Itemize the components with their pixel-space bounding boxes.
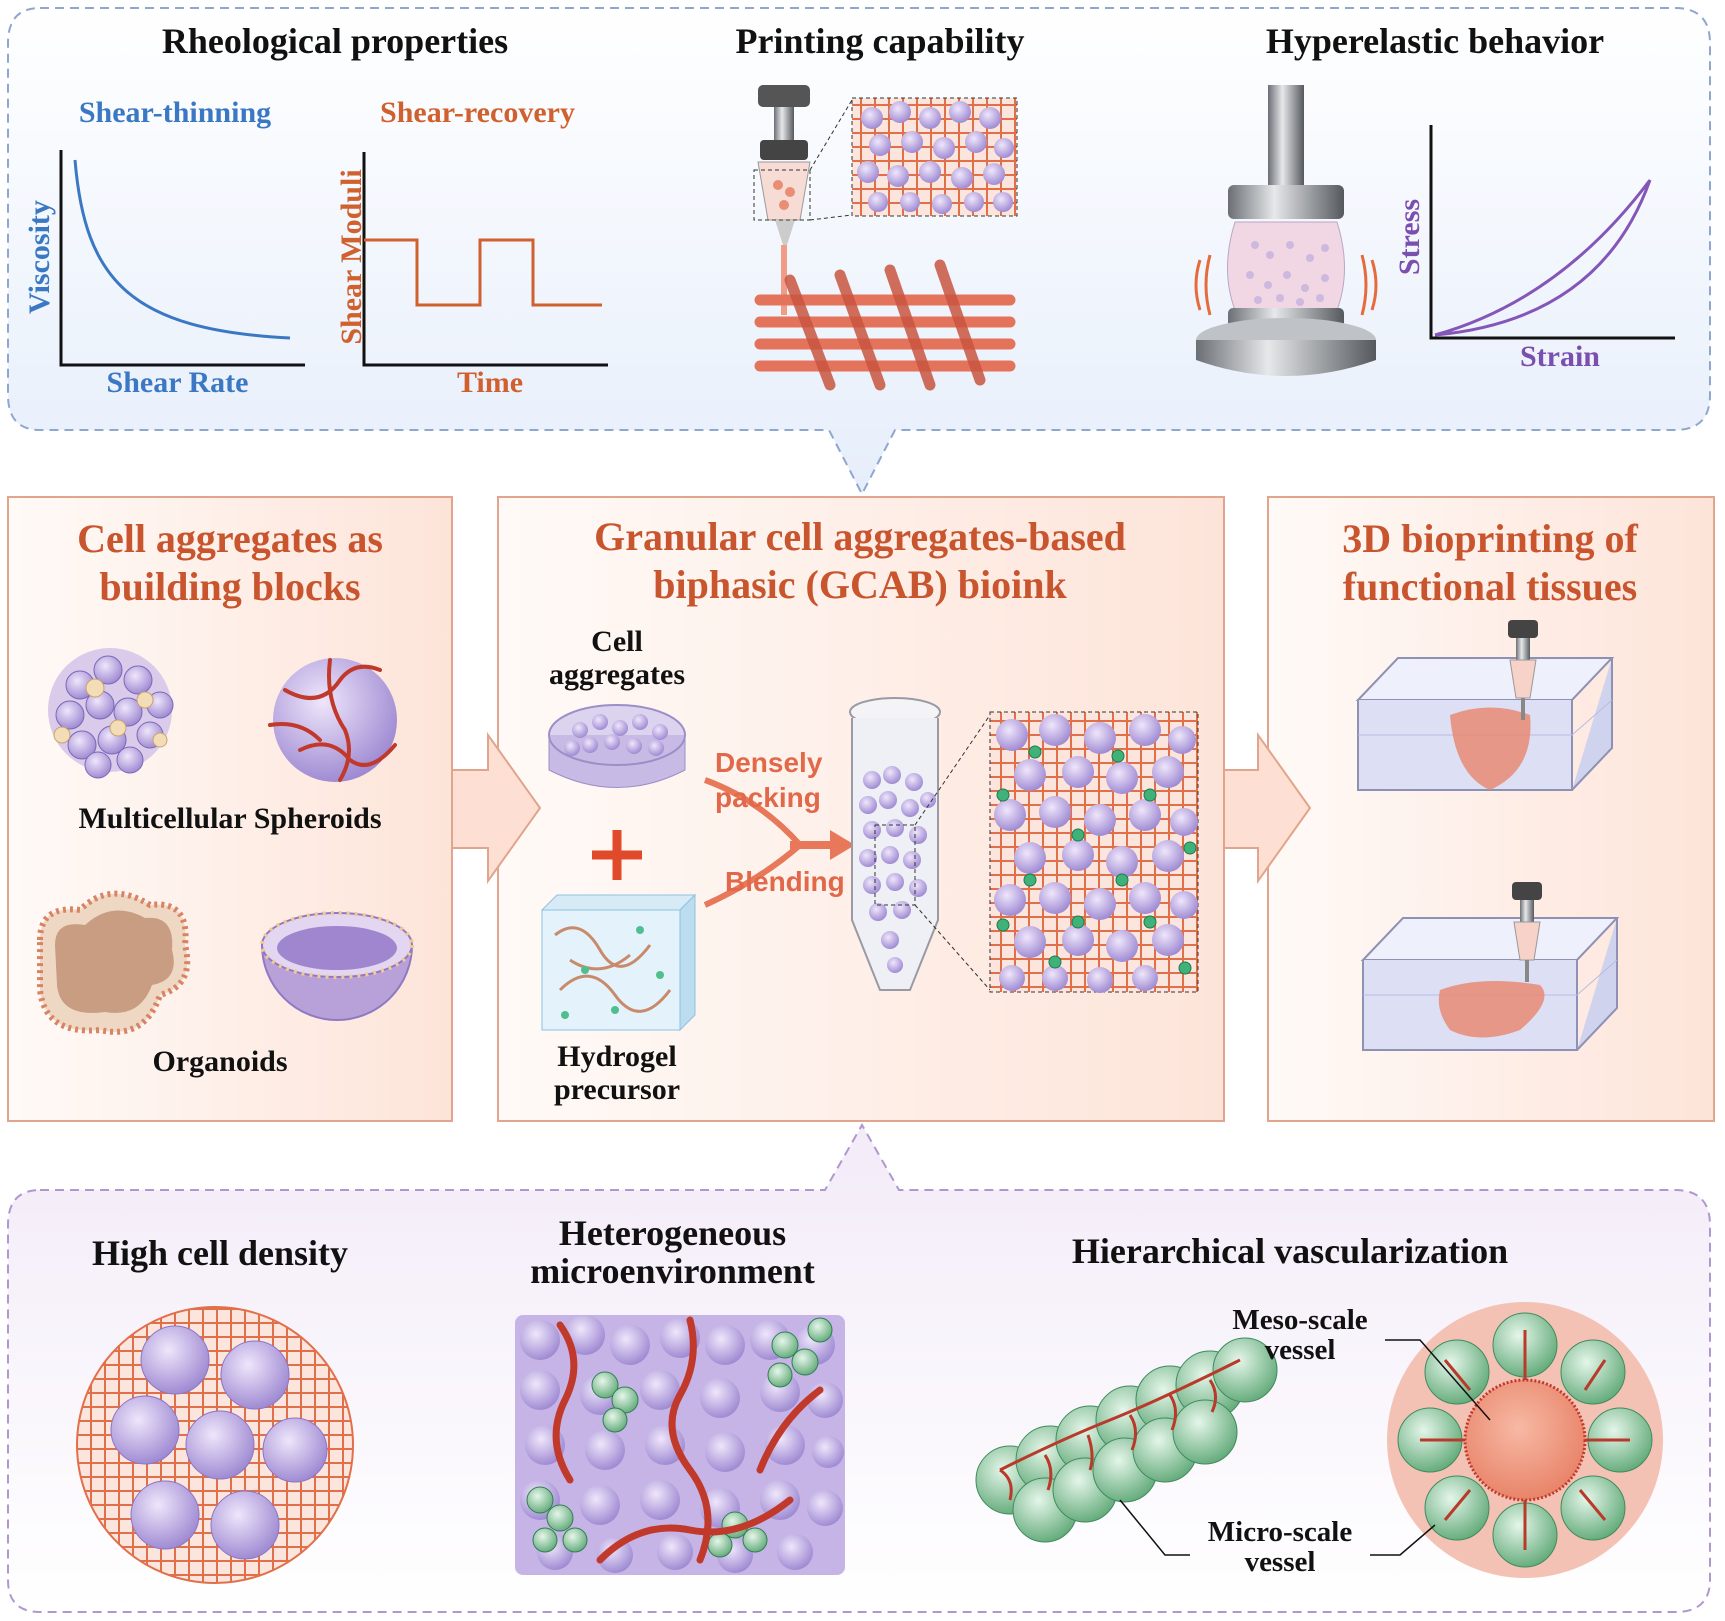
bioprint-bath-heart <box>1355 620 1615 791</box>
heterogeneous-title: Heterogeneous microenvironment <box>530 1213 815 1291</box>
hyperelastic-title: Hyperelastic behavior <box>1265 21 1605 61</box>
spheroids-label: Multicellular Spheroids <box>78 802 382 835</box>
bottom-panel <box>7 1122 1711 1613</box>
heterogeneous-block <box>515 1315 845 1575</box>
shear-moduli-axis-label: Shear Moduli <box>335 169 368 345</box>
shear-thinning-label: Shear-thinning <box>78 96 272 129</box>
bioink-zoom <box>989 711 1199 993</box>
hierarchical-title: Hierarchical vascularization <box>1071 1231 1509 1271</box>
high-density-title: High cell density <box>91 1233 348 1273</box>
densely-packing-label: Densely packing <box>715 747 823 813</box>
bioprint-bath-liver <box>1360 882 1620 1051</box>
strain-axis-label: Strain <box>1519 340 1600 373</box>
organoids-label: Organoids <box>152 1045 288 1078</box>
petri-dish <box>548 704 686 788</box>
shear-moduli-chart <box>362 152 608 367</box>
viscosity-chart <box>59 150 305 367</box>
hydrogel-cube <box>540 893 697 1032</box>
micro-vessel-label: Micro-scale vessel <box>1207 1516 1353 1579</box>
vessel-cross-section <box>1387 1302 1663 1578</box>
cell-aggregates-label: Cell aggregates <box>548 625 686 691</box>
printer-illustration <box>753 85 1018 391</box>
plus-sign <box>592 830 642 880</box>
spheroid-cluster <box>48 648 174 779</box>
time-axis-label: Time <box>456 366 524 399</box>
vascularized-spheroid <box>268 658 397 782</box>
vessel-leader-lines <box>1119 1339 1491 1556</box>
stress-axis-label: Stress <box>1393 198 1426 276</box>
left-panel-title: Cell aggregates as building blocks <box>77 516 383 609</box>
right-panel-title: 3D bioprinting of functional tissues <box>1342 516 1638 609</box>
rheology-title: Rheological properties <box>161 21 509 61</box>
compression-illustration <box>1194 85 1378 376</box>
stress-strain-chart <box>1429 125 1675 340</box>
viscosity-axis-label: Viscosity <box>23 200 56 314</box>
high-density-circle <box>76 1306 354 1584</box>
organoid-blob <box>37 890 191 1035</box>
center-panel-title: Granular cell aggregates-based biphasic … <box>594 514 1126 607</box>
mixing-arrow <box>703 777 855 908</box>
top-panel <box>7 7 1711 497</box>
shear-rate-axis-label: Shear Rate <box>106 366 249 399</box>
arrow-left-to-center <box>451 731 542 885</box>
vessel-tube <box>975 1337 1278 1543</box>
blending-label: Blending <box>725 866 845 897</box>
shear-recovery-label: Shear-recovery <box>380 96 575 129</box>
arrow-center-to-right <box>1223 731 1312 885</box>
organoid-cup <box>260 911 414 1021</box>
tube <box>849 697 991 991</box>
hydrogel-precursor-label: Hydrogel precursor <box>553 1040 681 1106</box>
meso-vessel-label: Meso-scale vessel <box>1232 1304 1368 1367</box>
printing-title: Printing capability <box>735 21 1025 61</box>
